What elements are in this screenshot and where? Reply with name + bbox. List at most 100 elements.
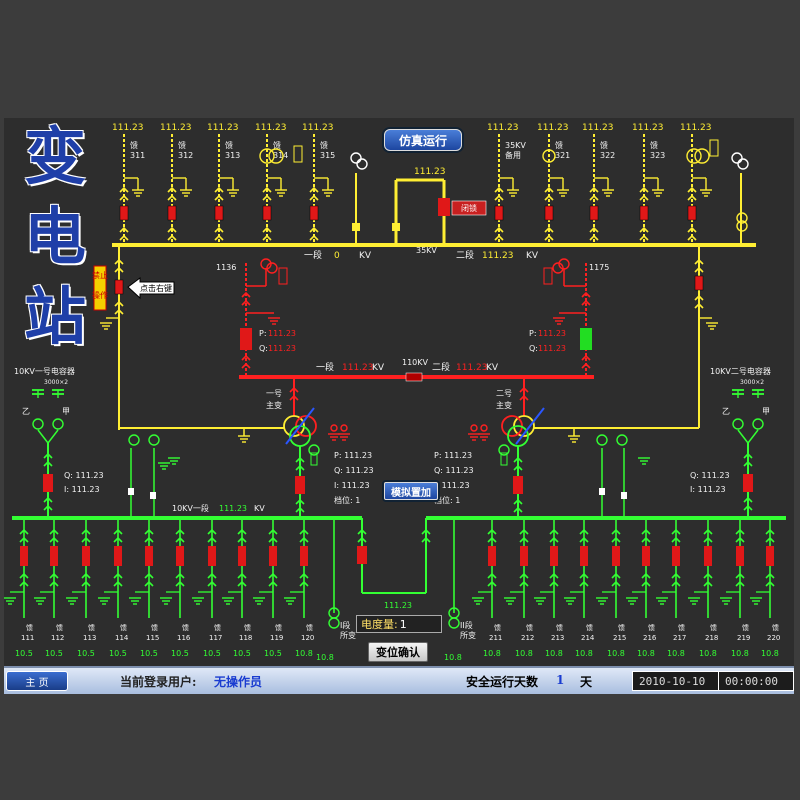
tx-lv-breaker[interactable] [295, 476, 305, 494]
ground-icon [596, 597, 608, 605]
main-35kv-right-breaker[interactable] [694, 275, 704, 291]
right-click-hint[interactable] [127, 277, 175, 300]
feeder-35-breaker[interactable] [309, 205, 319, 221]
feeder-10-breaker[interactable] [612, 546, 620, 566]
feeder-35-breaker[interactable] [262, 205, 272, 221]
kv110-tie-breaker[interactable] [405, 372, 423, 382]
kv10-tie-breaker[interactable] [357, 546, 367, 564]
feeder-10-breaker[interactable] [114, 546, 122, 566]
disconnector-chevron [241, 299, 251, 306]
feeder-10-breaker[interactable] [672, 546, 680, 566]
stop-operation-button[interactable] [93, 265, 107, 311]
small-switch[interactable] [150, 492, 156, 499]
kv110-right-breaker[interactable] [580, 328, 592, 350]
feeder-10-breaker[interactable] [642, 546, 650, 566]
feeder-35-name-a: 馈 [178, 140, 186, 150]
feeder-35r-name-b: 322 [600, 151, 615, 160]
feeder-35r-name-a: 馈 [555, 140, 563, 150]
feeder-10-breaker[interactable] [580, 546, 588, 566]
small-switch[interactable] [621, 492, 627, 499]
feeder-10-breaker[interactable] [704, 546, 712, 566]
disconnector-chevron [519, 386, 529, 393]
feeder-35r-value: 111.23 [487, 123, 519, 133]
feeder-35-breaker[interactable] [214, 205, 224, 221]
disconnector-chevron [765, 528, 775, 535]
kv110-right-Q-label: Q: [529, 344, 538, 353]
feeder-35-chevron [309, 194, 319, 201]
main-35kv-left-breaker[interactable] [114, 279, 124, 295]
feeder-10-breaker[interactable] [488, 546, 496, 566]
pt-icon [542, 149, 556, 163]
tap-changer-arrow[interactable] [285, 407, 315, 445]
feeder-10-breaker[interactable] [50, 546, 58, 566]
feeder-35r-chevron [687, 234, 697, 241]
feeder-10-breaker[interactable] [550, 546, 558, 566]
feeder-35r-breaker[interactable] [687, 205, 697, 221]
feeder-10-breaker[interactable] [736, 546, 744, 566]
feeder-35r-chevron [544, 186, 554, 193]
feeder-35r-breaker[interactable] [639, 205, 649, 221]
small-switch[interactable] [128, 488, 134, 495]
feeder-10-breaker[interactable] [208, 546, 216, 566]
kv110-left-breaker[interactable] [240, 328, 252, 350]
small-switch[interactable] [599, 488, 605, 495]
small-switch[interactable] [352, 223, 360, 231]
tap-changer-arrow[interactable] [515, 407, 545, 445]
home-logo-button[interactable]: 主 页 [6, 671, 68, 691]
capacitor-group-b: 甲 [762, 407, 770, 416]
energy-label: 电度量: [361, 618, 398, 631]
feeder-10-breaker[interactable] [300, 546, 308, 566]
disconnector-chevron [207, 580, 217, 587]
feeder-35-name-a: 馈 [320, 140, 328, 150]
feeder-10-value: 10.8 [667, 649, 685, 658]
feeder-10-breaker[interactable] [766, 546, 774, 566]
kv35-tie-breaker[interactable] [438, 198, 450, 216]
ct-icon [340, 424, 348, 432]
feeder-10-breaker[interactable] [20, 546, 28, 566]
safe-days-label: 安全运行天数 [466, 675, 539, 689]
feeder-10-name-a: 馈 [244, 623, 251, 632]
feeder-10-breaker[interactable] [82, 546, 90, 566]
days-unit: 天 [580, 675, 593, 689]
feeder-10-breaker[interactable] [176, 546, 184, 566]
feeder-10-value: 10.5 [171, 649, 189, 658]
disconnector-chevron [581, 362, 591, 369]
simulate-run-button[interactable]: 仿真运行 [384, 129, 462, 151]
energy-meter: 电度量: 1 [356, 615, 442, 633]
disconnector-chevron [237, 572, 247, 579]
feeder-35-breaker[interactable] [119, 205, 129, 221]
feeder-35-chevron [167, 226, 177, 233]
feeder-35r-breaker[interactable] [589, 205, 599, 221]
arrester-icon [278, 267, 288, 285]
disconnector-chevron [703, 580, 713, 587]
feeder-10-breaker[interactable] [145, 546, 153, 566]
disconnector-chevron [694, 258, 704, 265]
feeder-10-name-b: 111 [21, 634, 34, 642]
kv110-unit: KV [372, 363, 385, 373]
capacitor-breaker[interactable] [743, 474, 753, 492]
feeder-35r-breaker[interactable] [494, 205, 504, 221]
lock-button[interactable] [451, 200, 487, 216]
feeder-10-name-b: 218 [705, 634, 718, 642]
sim-add-button[interactable]: 模拟置加 [384, 482, 438, 500]
right-click-label: 点击右键 [140, 283, 172, 293]
small-switch[interactable] [392, 223, 400, 231]
disconnector-chevron [743, 496, 753, 503]
feeder-10-breaker[interactable] [238, 546, 246, 566]
feeder-10-name-a: 馈 [772, 623, 779, 632]
feeder-10-breaker[interactable] [269, 546, 277, 566]
title-char-2: 电 [23, 200, 86, 273]
feeder-10-value: 10.8 [295, 649, 313, 658]
ground-icon [66, 597, 78, 605]
capacitor-breaker[interactable] [43, 474, 53, 492]
feeder-35r-ground-icon [602, 189, 614, 197]
confirm-change-button[interactable]: 变位确认 [368, 642, 428, 662]
disconnector-chevron [671, 572, 681, 579]
lock-button-label: 闭锁 [461, 203, 477, 213]
feeder-35-breaker[interactable] [167, 205, 177, 221]
disconnector-chevron [113, 536, 123, 543]
tx-lv-breaker[interactable] [513, 476, 523, 494]
feeder-35r-breaker[interactable] [544, 205, 554, 221]
feeder-10-breaker[interactable] [520, 546, 528, 566]
kv110-section2-value: 111.23 [456, 363, 488, 373]
